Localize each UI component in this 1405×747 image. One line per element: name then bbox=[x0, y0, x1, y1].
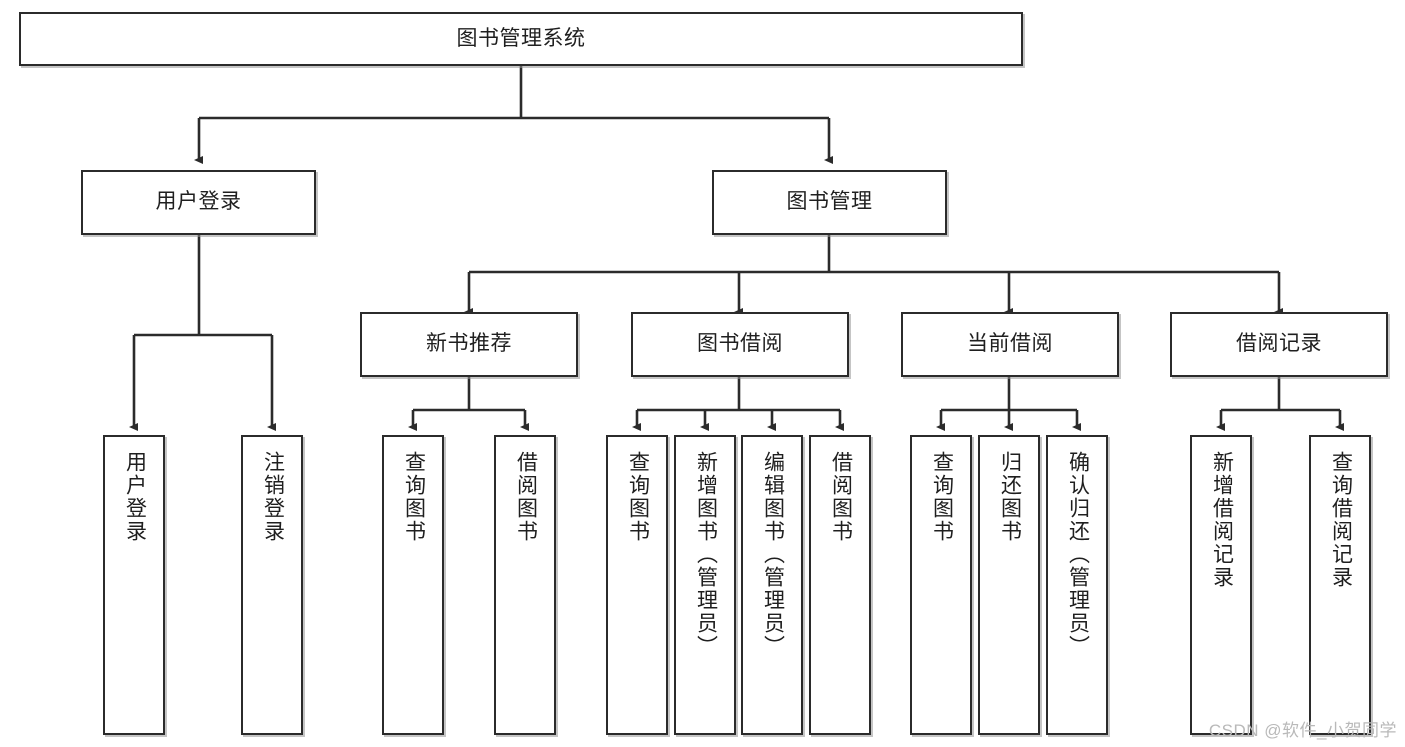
leaf-label: 查询借阅记录 bbox=[1329, 451, 1353, 589]
leaf-label: 借阅图书 bbox=[829, 451, 853, 543]
leaf-book-borrow-query[interactable]: 查询图书 bbox=[606, 435, 668, 735]
watermark: CSDN @软件_小贺同学 bbox=[1208, 721, 1397, 740]
node-book-management[interactable]: 图书管理 bbox=[712, 170, 947, 235]
node-user-login[interactable]: 用户登录 bbox=[81, 170, 316, 235]
leaf-book-borrow-borrow[interactable]: 借阅图书 bbox=[809, 435, 871, 735]
node-user-login-label: 用户登录 bbox=[155, 190, 242, 214]
node-book-borrow-label: 图书借阅 bbox=[697, 332, 783, 356]
node-root[interactable]: 图书管理系统 bbox=[19, 12, 1023, 66]
node-borrow-record-label: 借阅记录 bbox=[1236, 332, 1322, 356]
node-book-management-label: 图书管理 bbox=[786, 190, 873, 214]
leaf-label: 查询图书 bbox=[930, 451, 954, 543]
node-new-book-recommend-label: 新书推荐 bbox=[426, 332, 512, 356]
leaf-user-login-login[interactable]: 用户登录 bbox=[103, 435, 165, 735]
leaf-new-book-borrow[interactable]: 借阅图书 bbox=[494, 435, 556, 735]
leaf-label: 新增借阅记录 bbox=[1210, 451, 1234, 589]
leaf-book-borrow-add[interactable]: 新增图书（管理员） bbox=[674, 435, 736, 735]
leaf-label: 注销登录 bbox=[261, 451, 285, 543]
leaf-current-borrow-query[interactable]: 查询图书 bbox=[910, 435, 972, 735]
leaf-borrow-record-query[interactable]: 查询借阅记录 bbox=[1309, 435, 1371, 735]
leaf-current-borrow-return[interactable]: 归还图书 bbox=[978, 435, 1040, 735]
leaf-current-borrow-confirm-return[interactable]: 确认归还（管理员） bbox=[1046, 435, 1108, 735]
node-current-borrow[interactable]: 当前借阅 bbox=[901, 312, 1119, 377]
leaf-book-borrow-edit[interactable]: 编辑图书（管理员） bbox=[741, 435, 803, 735]
leaf-user-login-logout[interactable]: 注销登录 bbox=[241, 435, 303, 735]
leaf-label: 用户登录 bbox=[123, 451, 147, 543]
leaf-new-book-query[interactable]: 查询图书 bbox=[382, 435, 444, 735]
leaf-label: 查询图书 bbox=[626, 451, 650, 543]
leaf-label: 借阅图书 bbox=[514, 451, 538, 543]
leaf-label: 查询图书 bbox=[402, 451, 426, 543]
leaf-label: 归还图书 bbox=[998, 451, 1022, 543]
node-new-book-recommend[interactable]: 新书推荐 bbox=[360, 312, 578, 377]
leaf-borrow-record-add[interactable]: 新增借阅记录 bbox=[1190, 435, 1252, 735]
node-book-borrow[interactable]: 图书借阅 bbox=[631, 312, 849, 377]
leaf-label: 编辑图书（管理员） bbox=[761, 451, 785, 658]
node-borrow-record[interactable]: 借阅记录 bbox=[1170, 312, 1388, 377]
node-root-label: 图书管理系统 bbox=[456, 26, 586, 50]
leaf-label: 新增图书（管理员） bbox=[694, 451, 718, 658]
leaf-label: 确认归还（管理员） bbox=[1066, 451, 1090, 658]
node-current-borrow-label: 当前借阅 bbox=[967, 332, 1053, 356]
